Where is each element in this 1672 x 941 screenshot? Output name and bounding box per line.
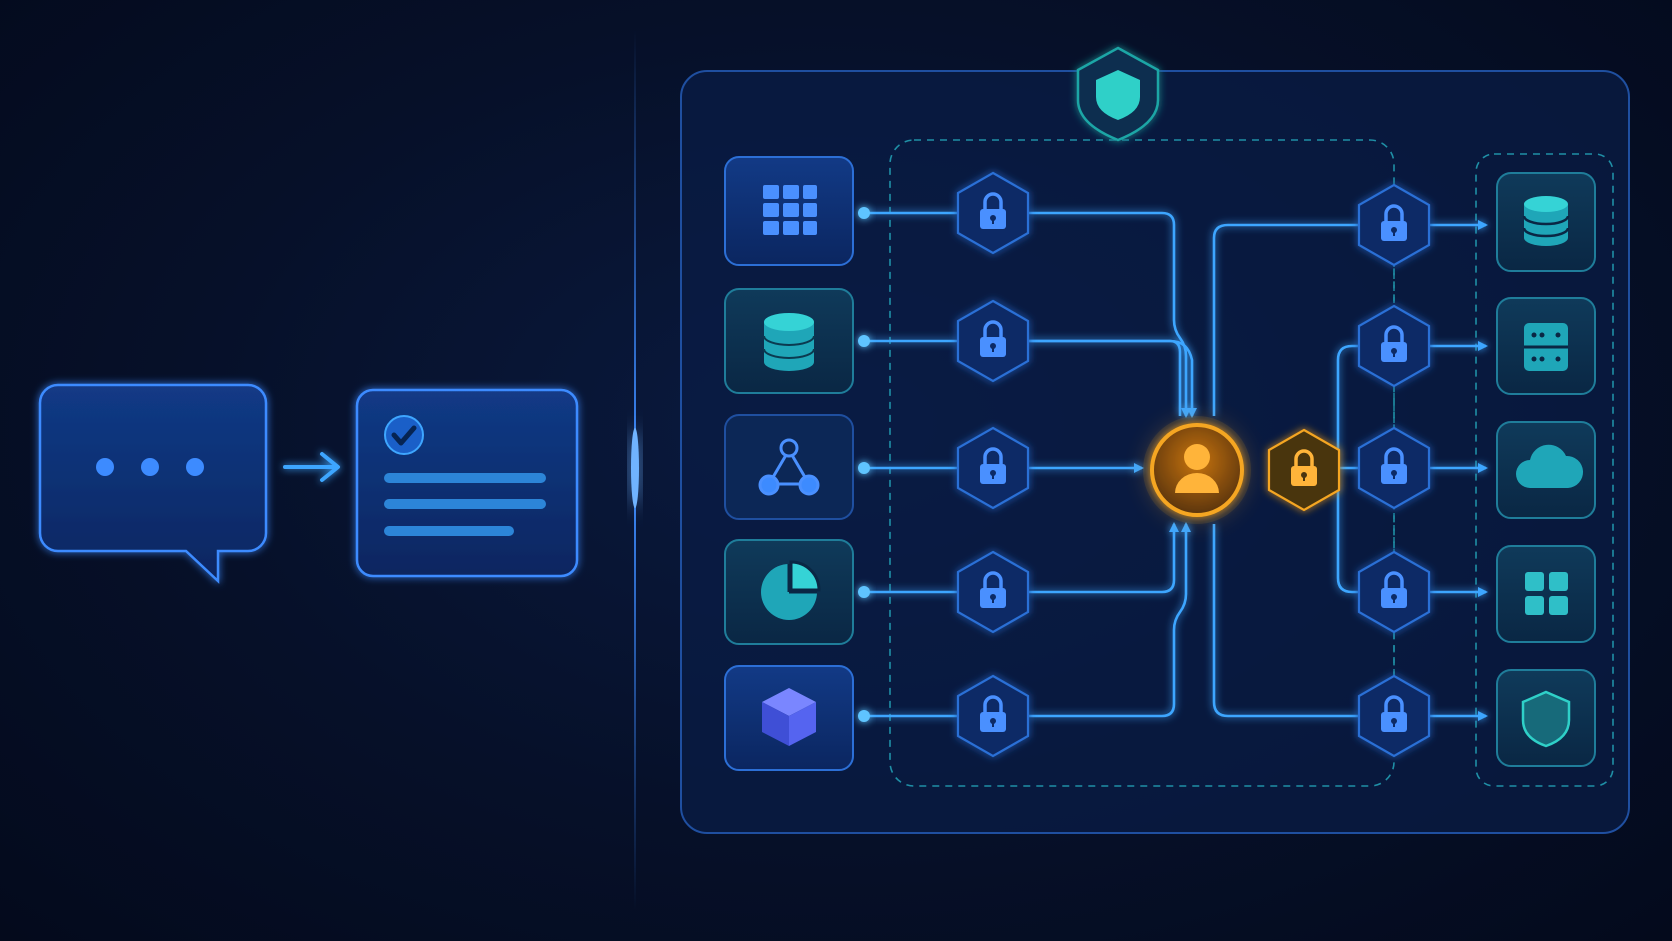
section-divider	[631, 30, 639, 910]
destination-shield	[1496, 669, 1596, 767]
source-cube	[724, 665, 854, 771]
database-icon	[763, 313, 815, 371]
shield-icon	[1096, 70, 1140, 120]
cube-icon	[762, 688, 816, 746]
chat-bubble	[38, 383, 268, 584]
lock-icon	[980, 695, 1006, 732]
lock-node	[956, 299, 1030, 383]
grid-blocks-icon	[763, 185, 817, 235]
lock-node	[956, 674, 1030, 758]
connection-lines	[864, 211, 1488, 721]
database-stack-icon	[1522, 196, 1570, 246]
lock-icon	[980, 192, 1006, 229]
destination-apps-grid	[1496, 545, 1596, 643]
central-hub	[1143, 416, 1251, 524]
lock-icon	[1381, 571, 1407, 608]
shield-icon	[1521, 690, 1571, 748]
gate-lock	[1267, 428, 1341, 512]
lock-node	[956, 550, 1030, 634]
lock-node	[1357, 304, 1431, 388]
server-icon	[1524, 323, 1568, 371]
secure-zone	[889, 139, 1395, 787]
source-connector-dots	[858, 207, 870, 722]
source-grid-blocks	[724, 156, 854, 266]
lock-node	[1357, 426, 1431, 510]
checklist-document-icon	[384, 415, 546, 536]
lock-icon	[980, 320, 1006, 357]
destination-cloud	[1496, 421, 1596, 519]
lock-icon	[980, 447, 1006, 484]
lock-icon	[1381, 695, 1407, 732]
lock-icon	[1381, 325, 1407, 362]
arrow-right-icon	[283, 452, 340, 482]
lock-node	[1357, 183, 1431, 267]
lock-node	[956, 171, 1030, 255]
lock-node	[956, 426, 1030, 510]
destination-server	[1496, 297, 1596, 395]
source-pie-chart	[724, 539, 854, 645]
right-locks	[1357, 183, 1431, 758]
lock-icon	[1381, 204, 1407, 241]
user-icon	[1175, 444, 1219, 493]
pie-chart-icon	[761, 560, 821, 620]
lock-icon	[980, 571, 1006, 608]
network-nodes-icon	[758, 438, 820, 496]
left-locks	[956, 171, 1030, 758]
source-network-nodes	[724, 414, 854, 520]
cloud-icon	[1516, 444, 1584, 488]
lock-icon	[1291, 449, 1317, 486]
chat-bubble-icon	[96, 458, 204, 476]
top-shield-badge	[1076, 46, 1160, 142]
checklist-document	[355, 388, 579, 578]
lock-node	[1357, 674, 1431, 758]
lock-icon	[1381, 447, 1407, 484]
apps-grid-icon	[1525, 572, 1568, 615]
destination-database-stack	[1496, 172, 1596, 272]
source-database	[724, 288, 854, 394]
lock-node	[1357, 550, 1431, 634]
